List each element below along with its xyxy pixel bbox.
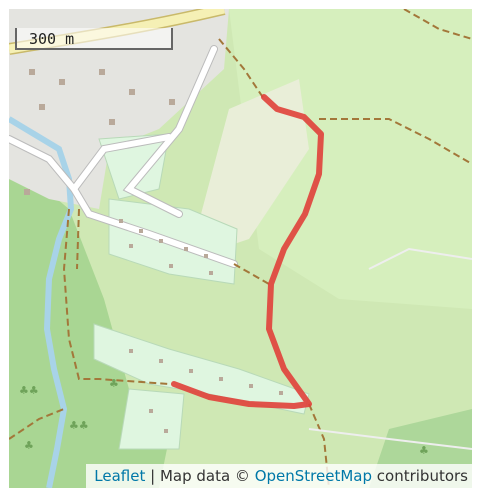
footpaths [308, 247, 472, 450]
stream [9, 116, 75, 488]
svg-text:♣: ♣ [109, 377, 119, 390]
tracks [9, 9, 472, 488]
attribution: Leaflet | Map data © OpenStreetMap contr… [86, 464, 472, 488]
farmland-area [189, 79, 309, 259]
leaflet-link[interactable]: Leaflet [94, 467, 146, 485]
map-view[interactable]: ♣♣ ♣♣ ♣ ♣ ♣ 300 m Leaflet | Map data © O… [9, 9, 472, 488]
openstreetmap-link[interactable]: OpenStreetMap [254, 467, 373, 485]
svg-text:♣♣: ♣♣ [19, 384, 39, 397]
attribution-suffix: contributors [372, 467, 468, 485]
buildings [24, 69, 283, 433]
attribution-separator: | Map data © [145, 467, 255, 485]
tree-icon: ♣♣ ♣♣ ♣ ♣ ♣ [19, 377, 429, 457]
svg-text:♣: ♣ [24, 439, 34, 452]
scale-bar: 300 m [15, 28, 173, 50]
local-roads [9, 46, 237, 267]
residential-zone-3 [93, 323, 310, 415]
scale-label: 300 m [29, 30, 75, 48]
svg-text:♣♣: ♣♣ [69, 419, 89, 432]
route-line[interactable] [171, 94, 324, 409]
residential-zone-4 [118, 388, 185, 450]
svg-text:♣: ♣ [419, 444, 429, 457]
map-tiles: ♣♣ ♣♣ ♣ ♣ ♣ [9, 9, 472, 488]
